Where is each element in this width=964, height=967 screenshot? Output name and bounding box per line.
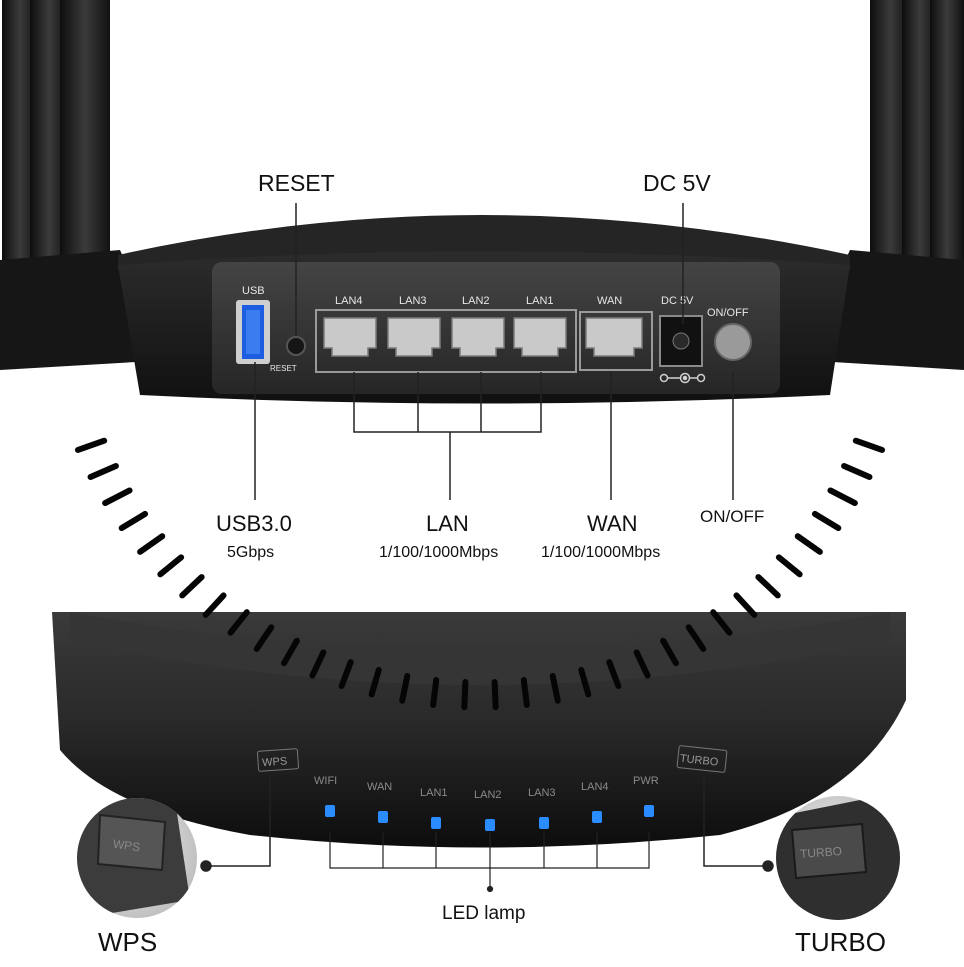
callout-wan-speed: 1/100/1000Mbps	[541, 544, 661, 561]
led-lamp	[378, 811, 388, 823]
vent-slot	[841, 463, 873, 480]
callout-led-lamp: LED lamp	[442, 903, 526, 924]
led-leader-lines	[329, 832, 650, 893]
led-label-lan3: LAN3	[528, 787, 556, 799]
vent-slot	[733, 592, 758, 618]
callout-wps: WPS	[98, 927, 158, 957]
vent-slot	[461, 678, 469, 711]
device-label-lan3: LAN3	[399, 295, 427, 307]
vent-slot	[852, 437, 886, 453]
device-label-lan1: LAN1	[526, 295, 554, 307]
vent-slot	[491, 678, 499, 711]
led-lamp	[592, 811, 602, 823]
callout-lan-speed: 1/100/1000Mbps	[379, 544, 499, 561]
vent-slot	[549, 672, 561, 704]
wps-zoom-label: WPS	[112, 837, 141, 855]
led-lamp	[325, 805, 335, 817]
device-label-reset: RESET	[270, 364, 297, 373]
dc-polarity-icon	[659, 372, 706, 384]
vent-slot	[633, 649, 651, 679]
vent-slot	[430, 676, 440, 709]
vent-slot	[202, 592, 227, 618]
vent-slot	[227, 609, 250, 636]
callout-reset: RESET	[258, 170, 335, 196]
led-lamp	[431, 817, 441, 829]
wps-zoom-circle: WPS	[77, 798, 197, 918]
vent-slot	[179, 574, 205, 599]
led-lamp	[644, 805, 654, 817]
vent-slot	[157, 554, 185, 578]
vent-slots	[74, 437, 886, 711]
device-label-onoff: ON/OFF	[707, 307, 749, 319]
vent-slot	[811, 510, 842, 532]
vent-slot	[118, 510, 149, 532]
turbo-button: TURBO	[676, 745, 728, 773]
vent-slot	[660, 637, 679, 667]
callout-usb-speed: 5Gbps	[227, 544, 275, 561]
led-label-lan1: LAN1	[420, 787, 448, 799]
led-label-wifi: WIFI	[314, 775, 337, 787]
ethernet-ports	[323, 311, 653, 371]
callout-onoff: ON/OFF	[700, 507, 765, 526]
vent-slot	[755, 574, 781, 599]
reset-hole	[286, 336, 306, 356]
svg-text:TURBO: TURBO	[679, 753, 719, 769]
vent-slot	[281, 637, 300, 667]
led-label-lan4: LAN4	[581, 781, 609, 793]
vent-slot	[309, 649, 327, 679]
usb-port	[236, 300, 270, 364]
turbo-zoom-circle: TURBO	[776, 796, 900, 920]
power-button	[714, 323, 752, 361]
vent-slot	[710, 609, 733, 636]
led-label-wan: WAN	[367, 781, 392, 793]
device-label-lan4: LAN4	[335, 295, 363, 307]
callout-wan-title: WAN	[587, 511, 638, 536]
led-lamp	[539, 817, 549, 829]
button-leader-lines	[200, 776, 774, 872]
vent-slot	[368, 667, 382, 698]
vent-slot	[87, 463, 119, 480]
vent-slot	[102, 487, 133, 507]
vent-slot	[520, 676, 530, 709]
svg-text:WPS: WPS	[262, 755, 288, 769]
vent-slot	[827, 487, 858, 507]
led-row: WIFI WAN LAN1 LAN2 LAN3 LAN4 PWR	[314, 775, 659, 831]
callout-lan-title: LAN	[426, 511, 469, 536]
vent-slot	[399, 672, 411, 704]
wps-button: WPS	[256, 748, 300, 772]
callout-turbo: TURBO	[795, 927, 886, 957]
vent-slot	[578, 667, 592, 698]
port-bracket	[315, 309, 577, 373]
callout-usb-title: USB3.0	[216, 511, 292, 536]
led-lamp	[485, 819, 495, 831]
device-label-wan: WAN	[597, 295, 622, 307]
device-label-dc: DC 5V	[661, 295, 694, 307]
vent-slot	[253, 624, 275, 652]
turbo-zoom-label: TURBO	[800, 844, 843, 861]
vent-slot	[606, 659, 622, 689]
vent-slot	[338, 659, 354, 689]
disc-top-rim	[70, 612, 890, 685]
vent-slot	[794, 533, 823, 555]
device-label-usb: USB	[242, 285, 265, 297]
vent-slot	[74, 437, 108, 453]
callout-dc: DC 5V	[643, 170, 711, 196]
led-label-pwr: PWR	[633, 775, 659, 787]
device-label-lan2: LAN2	[462, 295, 490, 307]
led-label-lan2: LAN2	[474, 789, 502, 801]
vent-slot	[685, 624, 707, 652]
vent-slot	[775, 554, 803, 578]
top-leader-lines	[254, 203, 734, 500]
vent-slot	[137, 533, 166, 555]
